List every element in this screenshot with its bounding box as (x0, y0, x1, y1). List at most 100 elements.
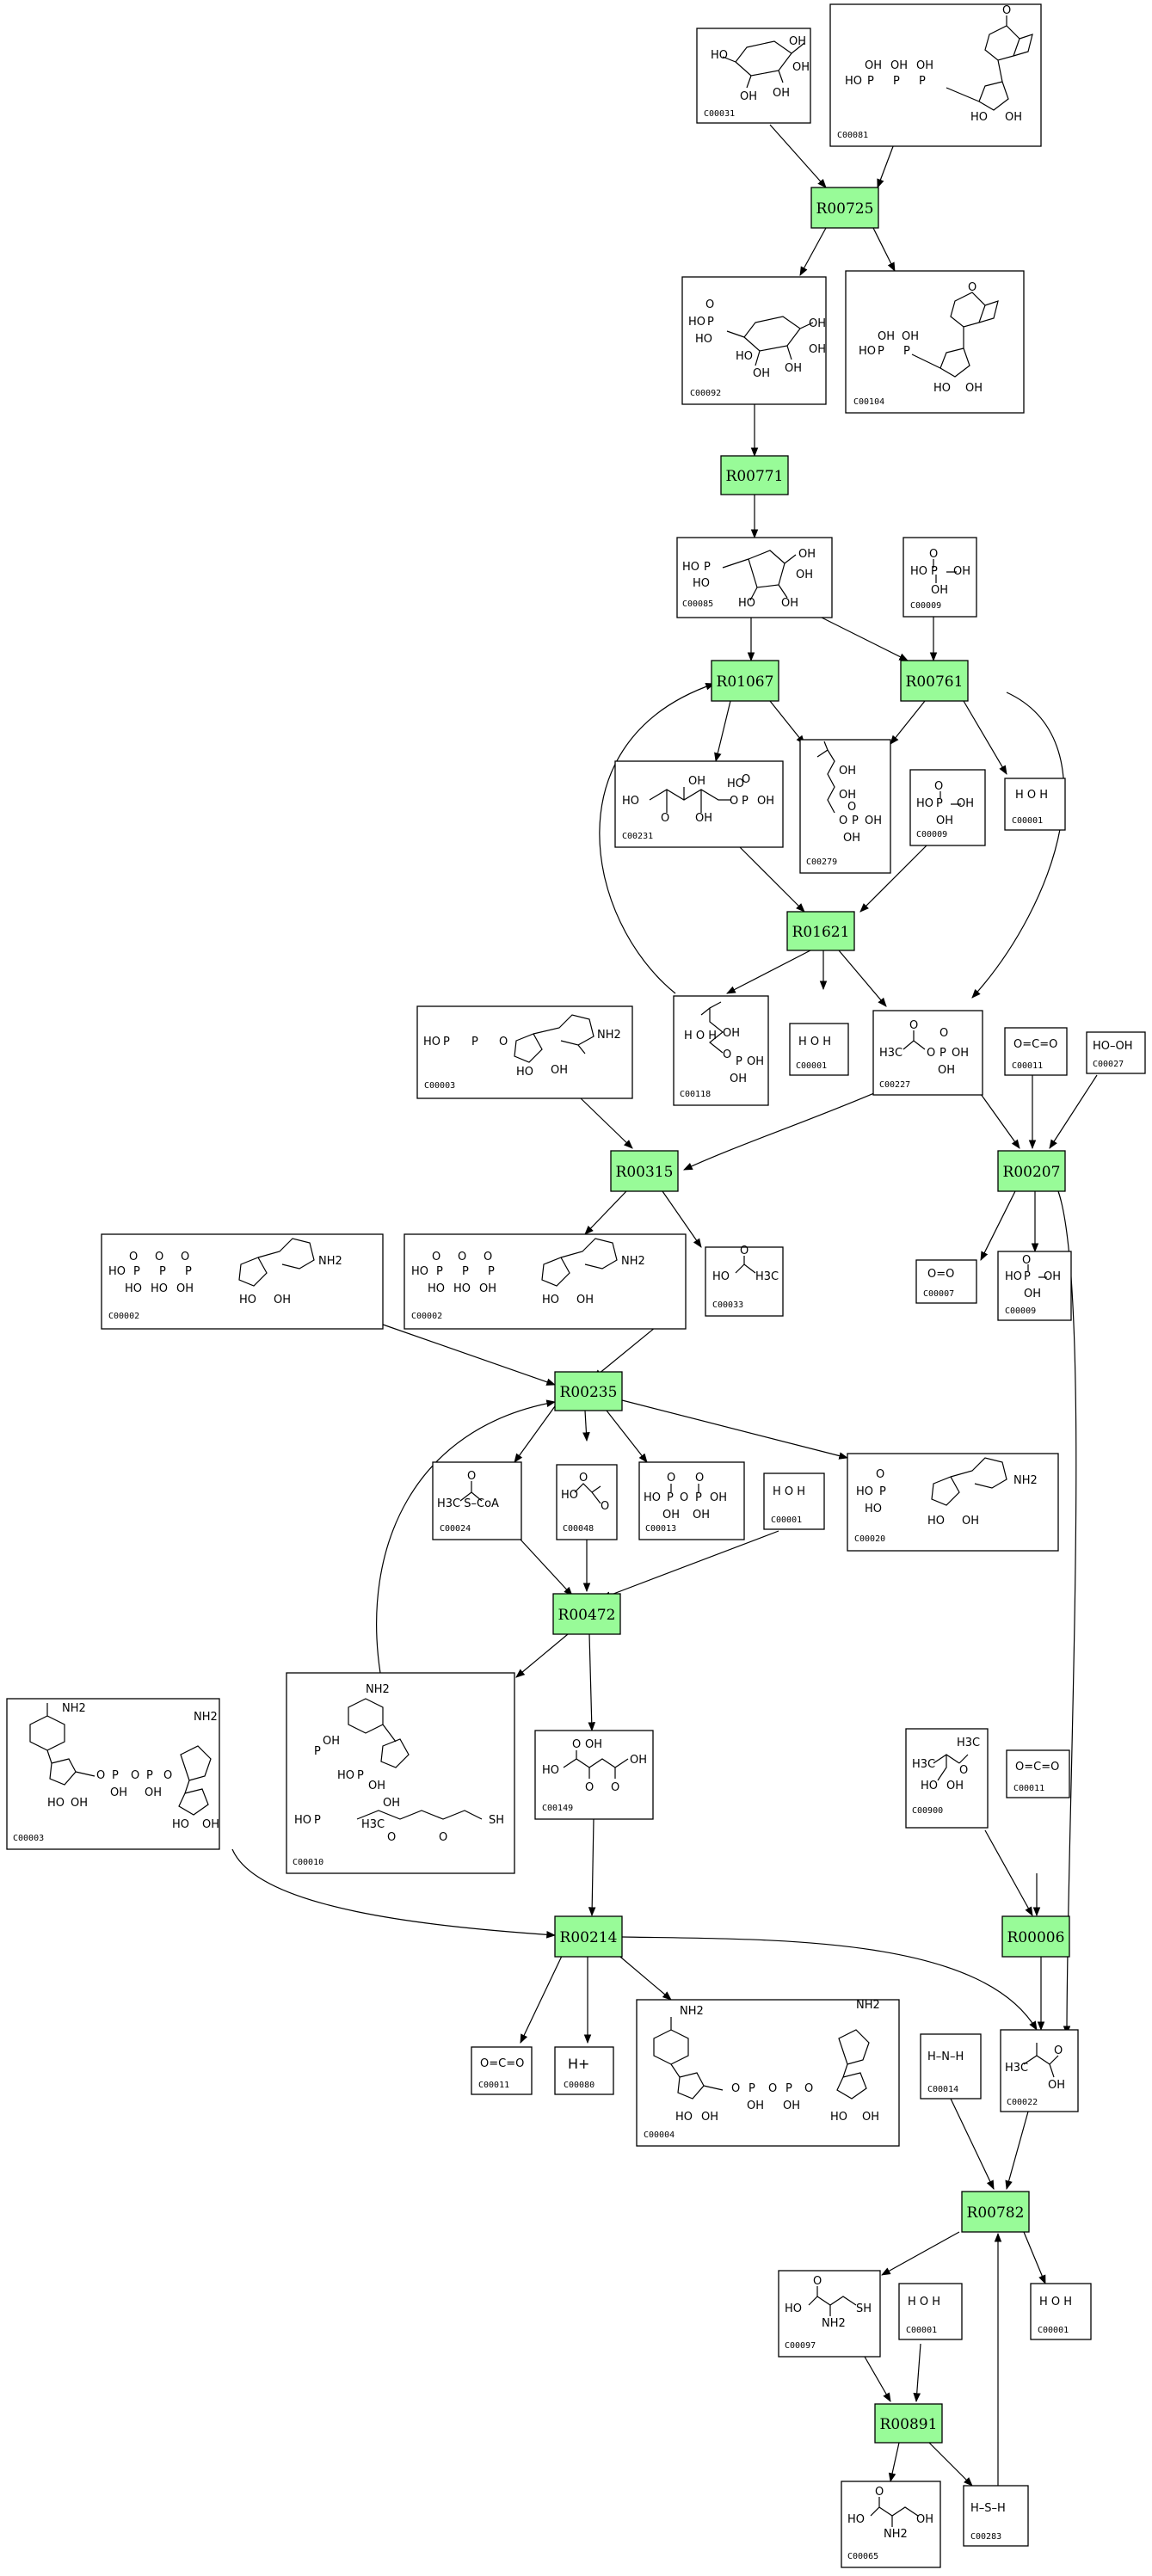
compound-box[interactable]: O=O C00007 (915, 1259, 977, 1304)
edge (769, 124, 827, 188)
compound-id: C00092 (690, 389, 721, 398)
fragment-label: HO (644, 1491, 661, 1504)
fragment-label: P (879, 1485, 886, 1498)
compound-box[interactable]: NH2 NH2 O P O P O OH OH HO OH HO OH C000… (6, 1698, 220, 1850)
compound-id: C00031 (704, 109, 735, 119)
compound-box[interactable]: NH2 NH2 O P O P O OH OH HO OH HO OH C000… (636, 1999, 900, 2147)
compound-box[interactable]: H–N–H C00014 (920, 2033, 982, 2100)
reaction-node-R00207[interactable]: R00207 (997, 1150, 1066, 1192)
reaction-node-R01621[interactable]: R01621 (786, 911, 855, 951)
edge (588, 1633, 596, 1732)
reaction-node-R00761[interactable]: R00761 (900, 660, 969, 702)
compound-box[interactable]: H O H C00001 (789, 1023, 849, 1076)
compound-box[interactable]: HO P OH O OH C00009 (997, 1251, 1072, 1321)
reaction-node-R00771[interactable]: R00771 (720, 455, 789, 495)
fragment-label: O (155, 1251, 163, 1263)
fragment-label: OH (479, 1282, 496, 1295)
fragment-label: HO (239, 1294, 256, 1306)
fragment-label: HO (516, 1066, 533, 1079)
compound-box[interactable]: O O HO C00048 (556, 1464, 618, 1540)
fragment-label: OH (789, 35, 806, 48)
compound-box[interactable]: HO O NH2 SH C00097 (778, 2270, 881, 2358)
compound-box[interactable]: HO P P P O O O HO HO OH NH2 HO OH C00002 (404, 1233, 687, 1330)
compound-box[interactable]: O=C=O C00011 (471, 2046, 533, 2095)
edge (859, 833, 939, 913)
fragment-label: H3C (1005, 2062, 1028, 2075)
fragment-label: HO (712, 1270, 730, 1283)
compound-box[interactable]: H O H C00001 (898, 2283, 963, 2340)
compound-box[interactable]: H3C O O P OH O OH C00227 (872, 1010, 983, 1096)
compound-box[interactable]: HO O NH2 OH C00065 (841, 2481, 941, 2568)
compounds: HO OH OH OH OH C00031 HO P P P OH OH OH … (6, 3, 1146, 2568)
compound-box[interactable]: HO P O HO NH2 HO OH C00020 (847, 1453, 1059, 1552)
fragment-label: P (1024, 1270, 1031, 1283)
reaction-node-R00891[interactable]: R00891 (874, 2403, 943, 2444)
compound-box[interactable]: H O H C00001 (763, 1472, 825, 1530)
compound-id: C00011 (1012, 1061, 1043, 1071)
compound-box[interactable]: HO P OH O OH C00009 (909, 769, 986, 846)
fragment-label: O (731, 2082, 740, 2095)
fragment-label: H3C (912, 1758, 935, 1771)
compound-box[interactable]: NH2 P OH HO P OH P HO H3C OH O O SH C000… (286, 1672, 515, 1874)
compound-box[interactable]: O=C=O C00011 (1004, 1027, 1068, 1076)
edge (980, 1190, 1016, 1261)
compound-box[interactable]: O=C=O C00011 (1006, 1749, 1070, 1798)
fragment-label: O (572, 1738, 581, 1751)
structure-drawing (816, 741, 835, 814)
fragment-label: P (667, 1491, 674, 1504)
edge (769, 700, 805, 745)
compound-box[interactable]: HO OH OH OH OH C00031 (696, 28, 811, 124)
edge (520, 1539, 573, 1596)
compound-box[interactable]: HO P P P OH OH OH HO OH O C00081 (829, 3, 1042, 147)
compound-box[interactable]: H+ C00080 (554, 2046, 614, 2095)
compound-box[interactable]: HO P O HO OH OH HO OH OH C00092 (681, 276, 827, 405)
fragment-label: HO (727, 778, 744, 790)
fragment-label: OH (710, 1491, 727, 1504)
compound-id: C00900 (912, 1806, 943, 1816)
fragment-label: O (661, 812, 669, 825)
compound-box[interactable]: HO P P P O O O HO HO OH NH2 HO OH C00002 (101, 1233, 384, 1330)
structure-drawing (670, 1484, 699, 1492)
fragment-label: O (667, 1472, 675, 1485)
compound-box[interactable]: H O H OH O P OH OH C00118 (673, 995, 769, 1106)
compound-box[interactable]: HO OH OH O O P OH HO O C00231 (614, 760, 784, 848)
reaction-node-R00214[interactable]: R00214 (554, 1915, 623, 1958)
fragment-label: NH2 (856, 1999, 880, 2012)
reaction-node-R01067[interactable]: R01067 (711, 660, 779, 702)
compound-box[interactable]: H3C H3C O HO OH C00900 (905, 1728, 989, 1829)
fragment-label: H O H (773, 1485, 805, 1498)
edge (726, 950, 811, 994)
compound-box[interactable]: HO P OH O OH C00009 (903, 537, 977, 618)
compound-box[interactable]: HO O OH O O OH C00149 (534, 1730, 654, 1820)
compound-id: C00022 (1007, 2098, 1038, 2107)
compound-box[interactable]: HO P HO OH OH HO OH C00085 (676, 537, 833, 618)
fragment-label: HO (151, 1282, 168, 1295)
reaction-node-R00725[interactable]: R00725 (810, 187, 879, 229)
compound-box[interactable]: H O H C00001 (1030, 2283, 1092, 2340)
fragment-label: NH2 (884, 2528, 908, 2541)
compound-box[interactable]: HO P P O NH2 HO OH C00003 (416, 1005, 633, 1099)
fragment-label: OH (931, 584, 948, 597)
compound-box[interactable]: HO P O P OH O O OH OH C00013 (638, 1461, 745, 1540)
reaction-node-R00472[interactable]: R00472 (552, 1593, 621, 1635)
structure-drawing (1027, 1264, 1047, 1278)
fragment-label: P (112, 1769, 119, 1782)
compound-box[interactable]: HO O H3C C00033 (705, 1245, 784, 1317)
fragment-label: HO (910, 565, 927, 578)
reaction-node-R00006[interactable]: R00006 (1001, 1915, 1070, 1958)
compound-box[interactable]: HO P P OH OH HO OH O C00104 (845, 270, 1025, 414)
compound-box[interactable]: HO–OH C00027 (1086, 1031, 1146, 1074)
reaction-node-R00315[interactable]: R00315 (610, 1150, 679, 1192)
compound-box[interactable]: H3C O OH C00022 (1000, 2029, 1079, 2112)
compound-box[interactable]: H O H C00001 (1004, 778, 1066, 831)
compound-id: C00118 (680, 1090, 711, 1099)
fragment-label: OH (176, 1282, 194, 1295)
compound-box[interactable]: H–S–H C00283 (963, 2485, 1029, 2547)
fragment-label: O (813, 2275, 822, 2288)
compound-box[interactable]: H3C S–CoA O C00024 (432, 1461, 522, 1540)
fragment-label: OH (1024, 1288, 1041, 1300)
fragment-label: OH (839, 765, 856, 778)
compound-box[interactable]: OH OH O P OH O OH C00279 (799, 739, 891, 874)
reaction-node-R00782[interactable]: R00782 (961, 2191, 1030, 2233)
reaction-node-R00235[interactable]: R00235 (554, 1371, 623, 1411)
